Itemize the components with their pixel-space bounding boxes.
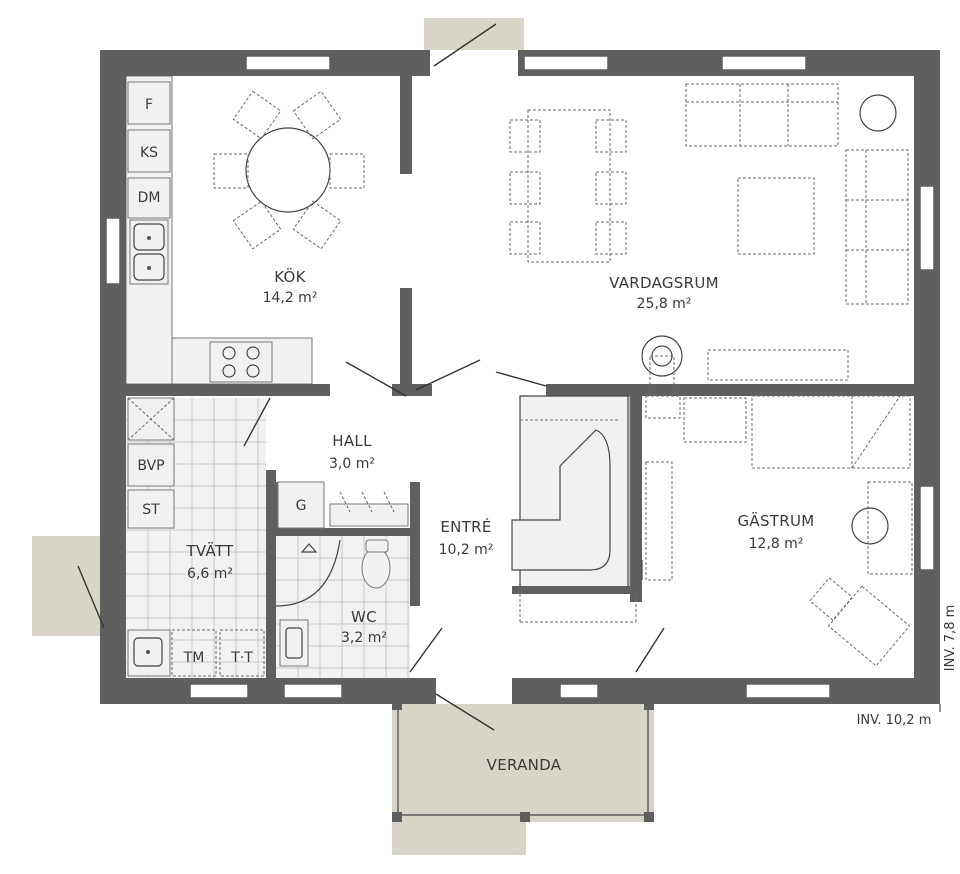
laundry-equipment bbox=[127, 397, 265, 677]
dimension-labels: INV. 7,8 m INV. 10,2 m bbox=[857, 605, 958, 728]
room-name-kok: KÖK bbox=[274, 267, 306, 286]
room-name-tvatt: TVÄTT bbox=[185, 541, 234, 560]
room-name-hall: HALL bbox=[332, 432, 372, 450]
room-area-tvatt: 6,6 m² bbox=[187, 566, 233, 582]
rear-step bbox=[424, 18, 524, 50]
room-name-gastrum: GÄSTRUM bbox=[737, 511, 814, 530]
windows bbox=[105, 55, 935, 699]
guest-room-furniture bbox=[645, 395, 913, 667]
room-name-vardagsrum: VARDAGSRUM bbox=[609, 274, 719, 292]
wardrobe-label: G bbox=[296, 498, 307, 514]
entry-bench bbox=[511, 395, 637, 623]
room-name-wc: WC bbox=[351, 608, 377, 626]
room-area-entre: 10,2 m² bbox=[439, 542, 494, 558]
exterior-walls bbox=[100, 50, 940, 704]
room-area-kok: 14,2 m² bbox=[263, 290, 318, 306]
room-area-vardagsrum: 25,8 m² bbox=[637, 296, 692, 312]
dryer-label: T·T bbox=[230, 650, 253, 666]
room-area-hall: 3,0 m² bbox=[329, 456, 375, 472]
dishwasher-label: DM bbox=[138, 190, 161, 206]
room-name-entre: ENTRÉ bbox=[440, 517, 491, 536]
wc-fixtures bbox=[279, 539, 391, 667]
dishwasher-box bbox=[127, 177, 171, 219]
hall-wardrobe bbox=[277, 481, 409, 529]
veranda-step bbox=[392, 822, 526, 855]
fridge-label: F bbox=[145, 97, 153, 113]
kitchen-dining-table bbox=[213, 90, 365, 250]
depth-dimension: INV. 7,8 m bbox=[943, 605, 958, 672]
kitchen-appliances bbox=[127, 81, 273, 383]
doors bbox=[77, 23, 665, 731]
storage-label: ST bbox=[142, 502, 160, 518]
heat-pump-label: BVP bbox=[137, 458, 164, 474]
interior-walls bbox=[126, 76, 914, 678]
stove-icon bbox=[209, 341, 273, 383]
room-area-wc: 3,2 m² bbox=[341, 630, 387, 646]
living-room-furniture bbox=[509, 83, 909, 395]
freezer-box bbox=[127, 129, 171, 173]
room-labels: KÖK 14,2 m² VARDAGSRUM 25,8 m² HALL 3,0 … bbox=[185, 267, 814, 774]
room-name-veranda: VERANDA bbox=[487, 756, 562, 774]
washer-label: TM bbox=[183, 650, 205, 666]
side-step bbox=[32, 536, 102, 636]
room-area-gastrum: 12,8 m² bbox=[749, 536, 804, 552]
width-dimension: INV. 10,2 m bbox=[857, 713, 932, 728]
veranda-deck bbox=[392, 704, 654, 822]
appliance-labels: F KS DM BVP ST G TM T·T bbox=[137, 97, 306, 666]
veranda-railing bbox=[392, 700, 654, 822]
freezer-label: KS bbox=[140, 145, 158, 161]
fridge-box bbox=[127, 81, 171, 125]
sink-icon bbox=[129, 219, 169, 285]
